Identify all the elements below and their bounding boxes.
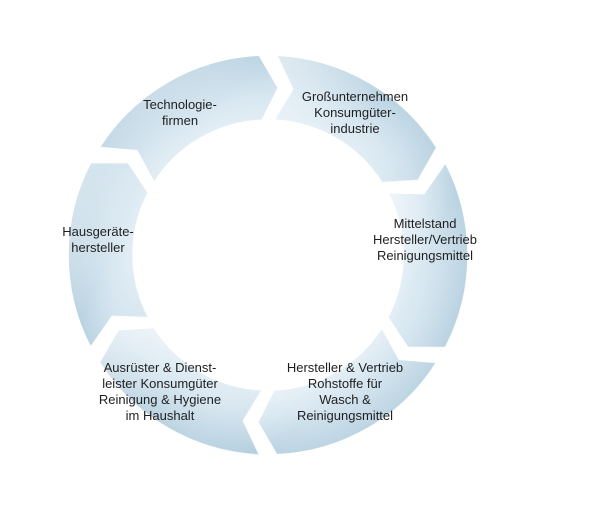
ring-segment-sheen bbox=[99, 55, 279, 183]
ring-segment-sheen bbox=[67, 162, 149, 348]
segment-label-hausgeraete: Hausgeräte- hersteller bbox=[62, 224, 134, 255]
ring-segment-sheen bbox=[257, 327, 437, 455]
segment-label-rohstoffe: Hersteller & Vertrieb Rohstoffe für Wasc… bbox=[286, 360, 404, 423]
ring-segment-sheen bbox=[273, 55, 437, 183]
ring-segment-sheen bbox=[387, 162, 468, 348]
segment-label-ausruester: Ausrüster & Dienst- leister Konsumgüter … bbox=[98, 360, 222, 423]
segment-label-technologie: Technologie- firmen bbox=[143, 97, 217, 128]
segment-label-grossunternehmen: Großunternehmen Konsumgüter- industrie bbox=[301, 89, 409, 136]
ring-segment-sheen bbox=[99, 327, 263, 455]
segment-label-mittelstand: Mittelstand Hersteller/Vertrieb Reinigun… bbox=[372, 216, 478, 263]
